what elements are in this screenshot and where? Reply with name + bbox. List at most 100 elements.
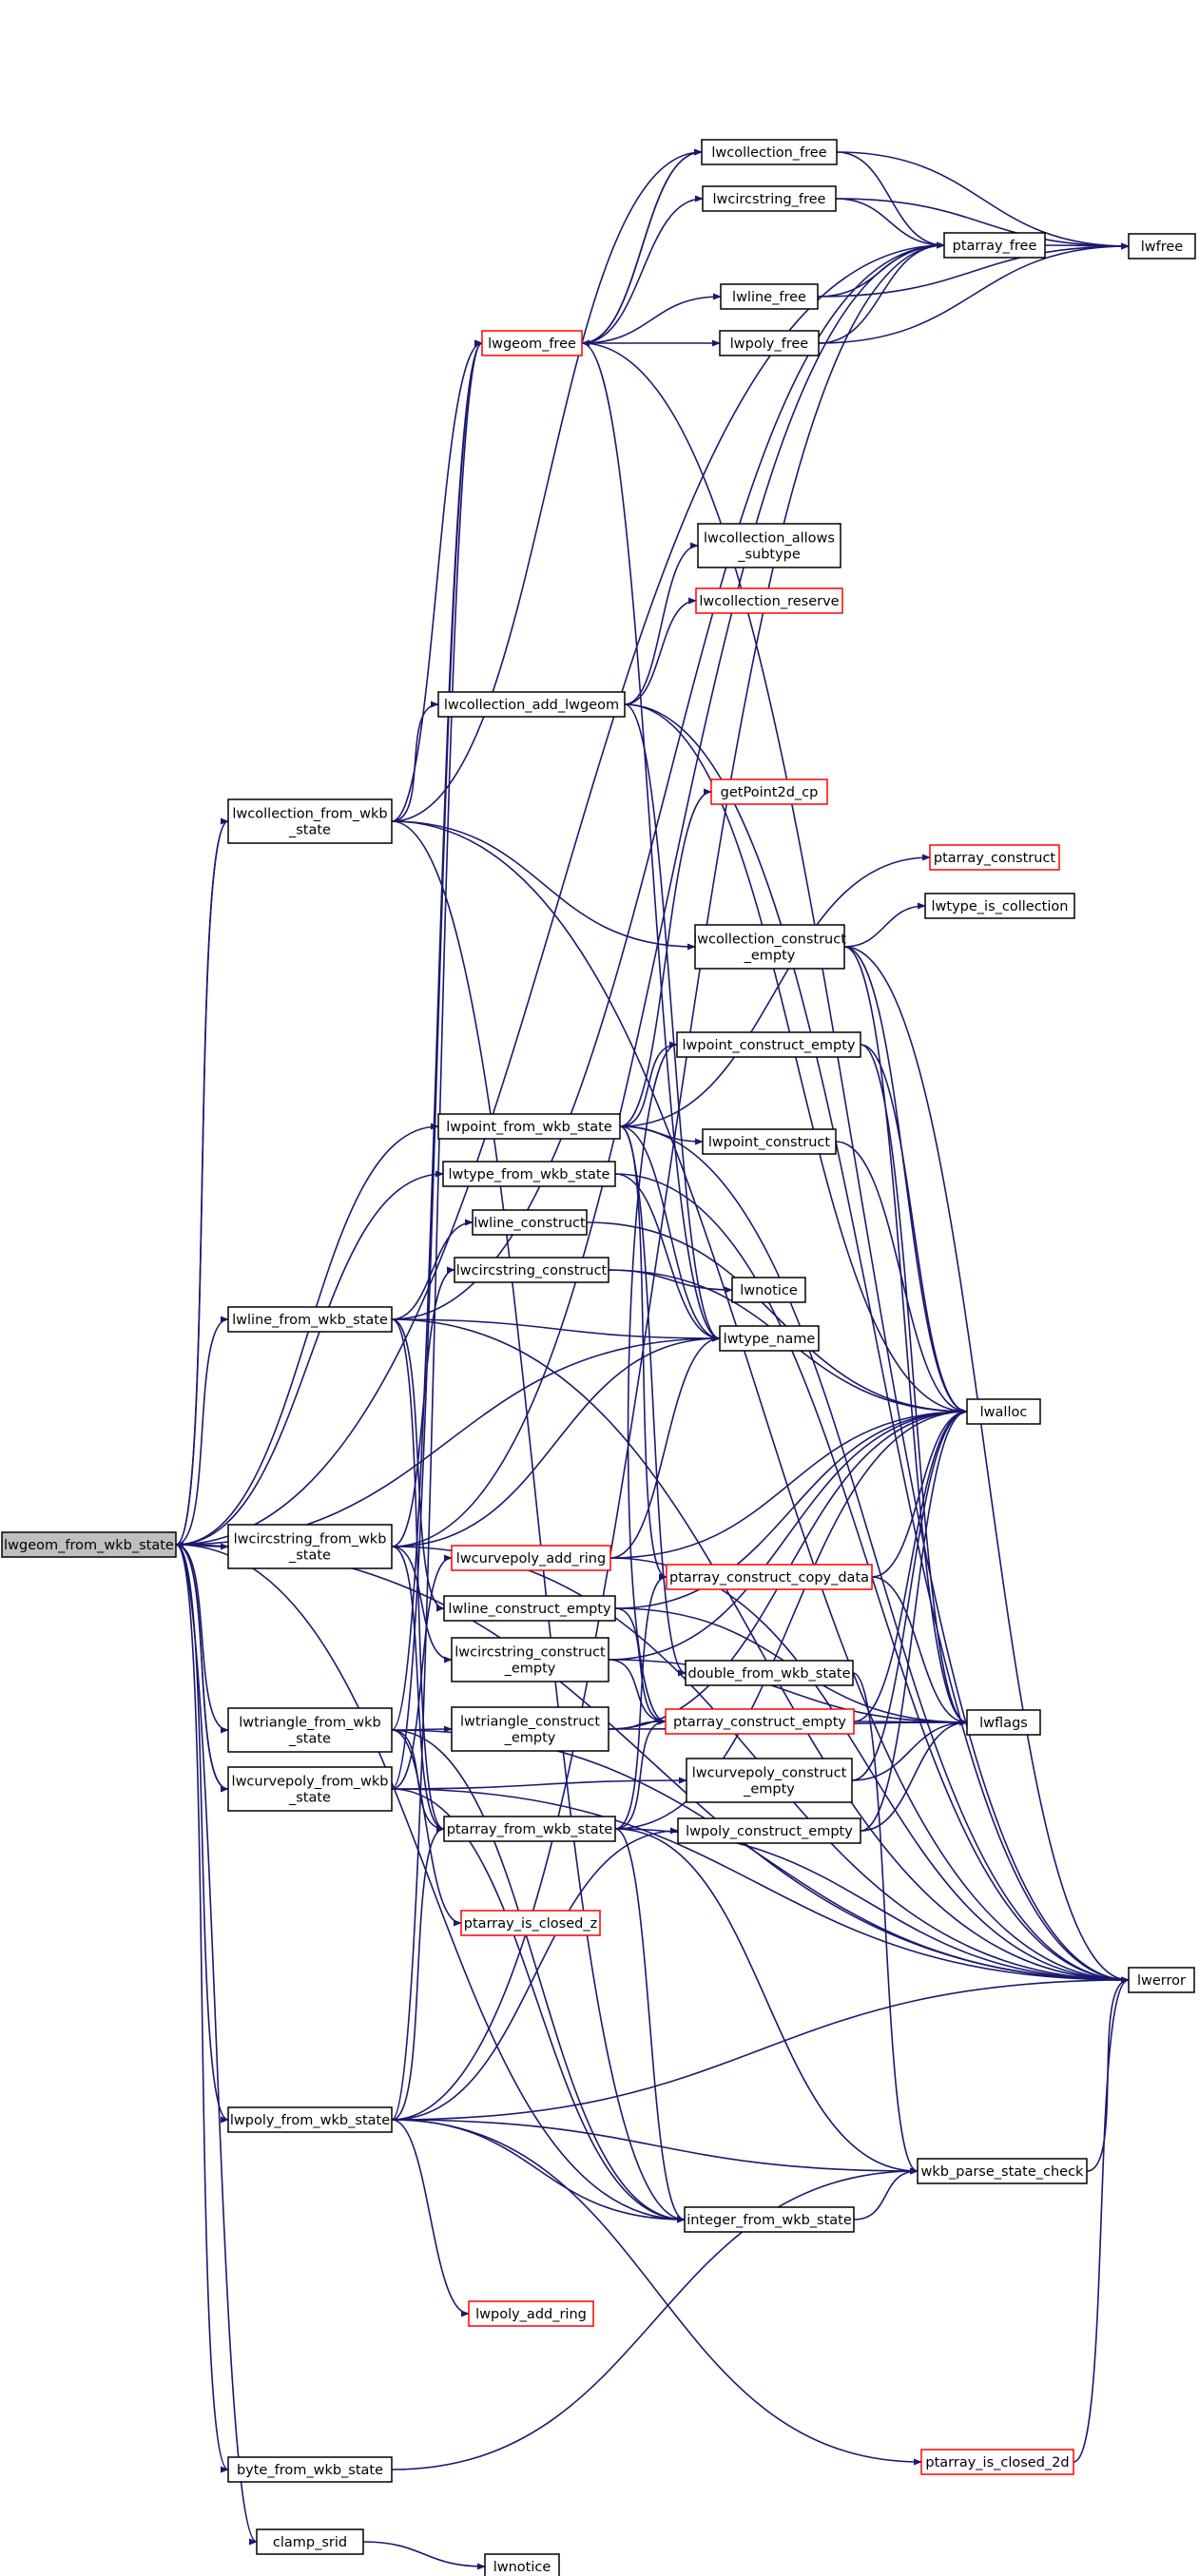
function-node-lwgeom-free[interactable]: lwgeom_free	[481, 330, 583, 356]
function-node-lwcollection-construct-empty[interactable]: lwcollection_construct_empty	[693, 924, 846, 970]
node-box	[227, 2106, 393, 2133]
function-node-lwcollection-reserve[interactable]: lwcollection_reserve	[695, 587, 843, 614]
function-node-lwtriangle-from-wkb-state[interactable]: lwtriangle_from_wkb_state	[227, 1707, 393, 1753]
call-edge-lwcurvepoly_add_ring-to-lwtype_name	[609, 1335, 721, 1559]
function-node-lwline-free[interactable]: lwline_free	[720, 283, 819, 310]
function-node-ptarray-construct-copy-data[interactable]: ptarray_construct_copy_data	[666, 1564, 873, 1590]
function-node-lwpoly-construct-empty[interactable]: lwpoly_construct_empty	[677, 1817, 861, 1844]
function-node-lwcurvepoly-add-ring[interactable]: lwcurvepoly_add_ring	[451, 1545, 611, 1571]
function-node-lwcircstring-construct[interactable]: lwcircstring_construct	[454, 1257, 609, 1283]
function-node-lwline-construct[interactable]: lwline_construct	[472, 1209, 588, 1236]
node-box	[443, 1816, 616, 1842]
node-label: lwnotice	[740, 1283, 798, 1298]
function-node-lwcollection-free[interactable]: lwcollection_free	[701, 139, 838, 165]
call-edge-lwcurvepoly_construct_empty-to-lwflags	[851, 1719, 968, 1781]
function-node-lwflags[interactable]: lwflags	[966, 1709, 1041, 1736]
function-node-lwtype-is-collection[interactable]: lwtype_is_collection	[924, 893, 1075, 919]
function-node-lwcircstring-construct-empty[interactable]: lwcircstring_construct_empty	[451, 1637, 609, 1682]
function-node-lwpoint-construct[interactable]: lwpoint_construct	[702, 1128, 837, 1155]
call-edge-lwcollection_add_lwgeom-to-lwcollection_reserve	[624, 597, 697, 705]
function-node-lwnotice-a[interactable]: lwnotice	[731, 1277, 806, 1303]
function-node-lwpoint-from-wkb-state[interactable]: lwpoint_from_wkb_state	[437, 1113, 621, 1140]
function-node-lwnotice-b[interactable]: lwnotice	[484, 2553, 560, 2576]
call-edge-lwcurvepoly_from_wkb_state-to-lwerror	[391, 1788, 1130, 1984]
function-node-ptarray-free[interactable]: ptarray_free	[943, 232, 1046, 259]
node-box	[481, 330, 583, 356]
node-box	[917, 2158, 1088, 2184]
call-edge-lwcurvepoly_from_wkb_state-to-integer_from_wkb_state	[391, 1788, 686, 2223]
function-node-byte-from-wkb-state[interactable]: byte_from_wkb_state	[227, 2456, 393, 2483]
function-node-getPoint2d-cp[interactable]: getPoint2d_cp	[710, 779, 828, 805]
node-label: lwcollection_free	[711, 145, 826, 161]
function-node-lwerror[interactable]: lwerror	[1128, 1967, 1195, 1993]
call-edge-lwcurvepoly_from_wkb_state-to-lwgeom_from_wkb_state	[175, 1541, 229, 1790]
function-node-lwfree[interactable]: lwfree	[1128, 233, 1196, 260]
function-node-lwpoly-free[interactable]: lwpoly_free	[719, 330, 820, 356]
node-box	[1128, 233, 1196, 260]
function-node-lwtype-from-wkb-state[interactable]: lwtype_from_wkb_state	[442, 1161, 616, 1187]
node-box	[227, 2456, 393, 2483]
call-edge-ptarray_free-to-lwfree	[1044, 242, 1130, 250]
call-edge-lwgeom_from_wkb_state-to-ptarray_free	[175, 241, 945, 1546]
call-edge-lwcurvepoly_from_wkb_state-to-lwcurvepoly_add_ring	[391, 1554, 453, 1790]
call-edge-lwgeom_from_wkb_state-to-lwtriangle_from_wkb_state	[175, 1544, 229, 1734]
node-box	[256, 2528, 364, 2555]
function-node-wkb-parse-state-check[interactable]: wkb_parse_state_check	[917, 2158, 1088, 2184]
function-node-ptarray-is-closed-z[interactable]: ptarray_is_closed_z	[460, 1910, 601, 1936]
function-node-ptarray-construct[interactable]: ptarray_construct	[929, 844, 1060, 871]
call-edge-lwpoint_from_wkb_state-to-lwerror	[619, 1125, 1130, 1984]
function-node-lwcollection-from-wkb-state[interactable]: lwcollection_from_wkb_state	[227, 798, 393, 844]
call-edge-lwline_from_wkb_state-to-ptarray_free	[391, 241, 945, 1320]
function-node-ptarray-from-wkb-state[interactable]: ptarray_from_wkb_state	[443, 1816, 616, 1842]
function-node-lwcircstring-from-wkb-state[interactable]: lwcircstring_from_wkb_state	[227, 1524, 393, 1569]
function-node-double-from-wkb-state[interactable]: double_from_wkb_state	[685, 1660, 854, 1686]
function-node-lwpoly-from-wkb-state[interactable]: lwpoly_from_wkb_state	[227, 2106, 393, 2133]
call-edge-clamp_srid-to-lwnotice_b	[362, 2541, 486, 2570]
function-node-lwcircstring-free[interactable]: lwcircstring_free	[702, 185, 837, 212]
node-box	[460, 1910, 601, 1936]
function-node-clamp-srid[interactable]: clamp_srid	[256, 2528, 364, 2555]
function-node-lwpoly-add-ring[interactable]: lwpoly_add_ring	[468, 2300, 594, 2327]
node-box	[1, 1531, 177, 1558]
call-edge-lwcircstring_construct-to-lwnotice_a	[608, 1269, 733, 1294]
node-label: lwnotice	[493, 2560, 551, 2575]
call-edge-lwline_construct_empty-to-lwalloc	[614, 1408, 968, 1609]
node-label: _state	[288, 1732, 331, 1747]
call-edge-lwcircstring_construct_empty-to-ptarray_construct_empty	[608, 1659, 667, 1725]
call-edge-lwline_free-to-lwfree	[817, 242, 1130, 298]
function-node-lwpoint-construct-empty[interactable]: lwpoint_construct_empty	[676, 1031, 861, 1058]
function-node-lwcurvepoly-from-wkb-state[interactable]: lwcurvepoly_from_wkb_state	[227, 1766, 393, 1812]
call-edge-lwtype_from_wkb_state-to-lwtype_name	[614, 1173, 721, 1342]
function-node-lwtriangle-construct-empty[interactable]: lwtriangle_construct_empty	[451, 1706, 609, 1752]
node-box	[442, 1161, 616, 1187]
call-edge-lwcurvepoly_add_ring-to-lwalloc	[609, 1408, 968, 1559]
node-label: lwcurvepoly_add_ring	[456, 1551, 606, 1567]
node-label: lwgeom_free	[488, 336, 576, 352]
node-layer: lwgeom_from_wkb_state lwcollection_from_w…	[1, 139, 1196, 2576]
function-node-ptarray-construct-empty[interactable]: ptarray_construct_empty	[665, 1708, 855, 1735]
function-node-lwtype-name[interactable]: lwtype_name	[719, 1325, 820, 1352]
node-box	[966, 1398, 1041, 1425]
function-node-lwgeom-from-wkb-state[interactable]: lwgeom_from_wkb_state	[1, 1531, 177, 1558]
function-node-lwline-construct-empty[interactable]: lwline_construct_empty	[443, 1595, 616, 1622]
call-edge-lwtriangle_construct_empty-to-ptarray_construct_empty	[608, 1718, 667, 1730]
node-label: lwtriangle_from_wkb	[239, 1716, 381, 1731]
call-edge-lwcollection_construct_empty-to-lwerror	[843, 946, 1130, 1984]
function-node-lwcollection-add-lwgeom[interactable]: lwcollection_add_lwgeom	[437, 691, 626, 718]
function-node-lwcurvepoly-construct-empty[interactable]: lwcurvepoly_construct_empty	[686, 1758, 853, 1803]
function-node-ptarray-is-closed-2d[interactable]: ptarray_is_closed_2d	[920, 2449, 1074, 2475]
function-node-lwcollection-allows-subtype[interactable]: lwcollection_allows_subtype	[697, 523, 841, 568]
node-label: lwpoint_from_wkb_state	[446, 1120, 612, 1135]
node-label: lwpoly_free	[730, 336, 808, 352]
call-edge-lwgeom_from_wkb_state-to-clamp_srid	[175, 1544, 258, 2546]
call-edge-byte_from_wkb_state-to-wkb_parse_state_check	[391, 2167, 919, 2470]
call-edge-lwpoly_from_wkb_state-to-lwerror	[391, 1976, 1130, 2121]
node-label: lwcollection_from_wkb	[232, 807, 387, 822]
node-box	[677, 1817, 861, 1844]
node-label: lwcollection_construct	[693, 932, 846, 948]
call-edge-lwline_from_wkb_state-to-lwline_construct	[391, 1219, 474, 1320]
function-node-integer-from-wkb-state[interactable]: integer_from_wkb_state	[684, 2206, 855, 2233]
function-node-lwalloc[interactable]: lwalloc	[966, 1398, 1041, 1425]
function-node-lwline-from-wkb-state[interactable]: lwline_from_wkb_state	[227, 1306, 393, 1333]
node-label: lwalloc	[980, 1405, 1028, 1420]
